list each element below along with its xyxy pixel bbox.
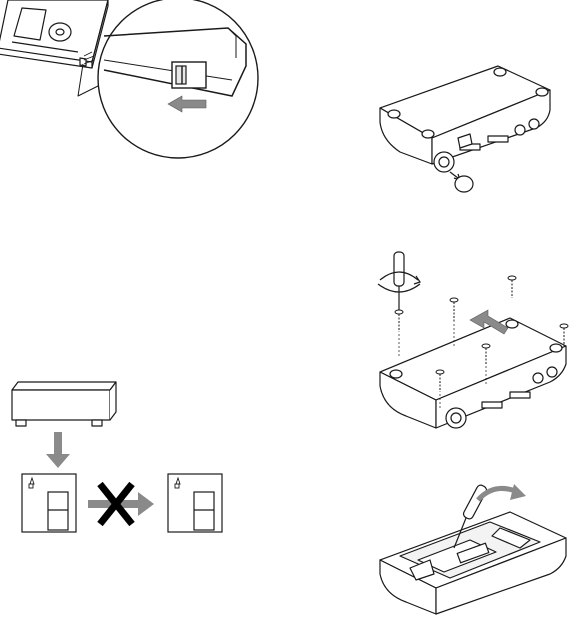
minidisc-body [0, 0, 108, 62]
player-open-illustration [370, 478, 570, 618]
audio-deck [12, 382, 116, 390]
removed-rubber-foot [455, 176, 473, 192]
copy-prohibited-illustration [8, 378, 258, 538]
rubber-foot [494, 68, 506, 76]
screwdriver-icon [462, 484, 488, 520]
down-arrow [46, 432, 70, 468]
screwdriver-handle [394, 252, 404, 286]
player-screws-illustration [370, 250, 570, 440]
minidisc-tab-illustration [0, 0, 270, 185]
player-foot-illustration [370, 60, 570, 210]
